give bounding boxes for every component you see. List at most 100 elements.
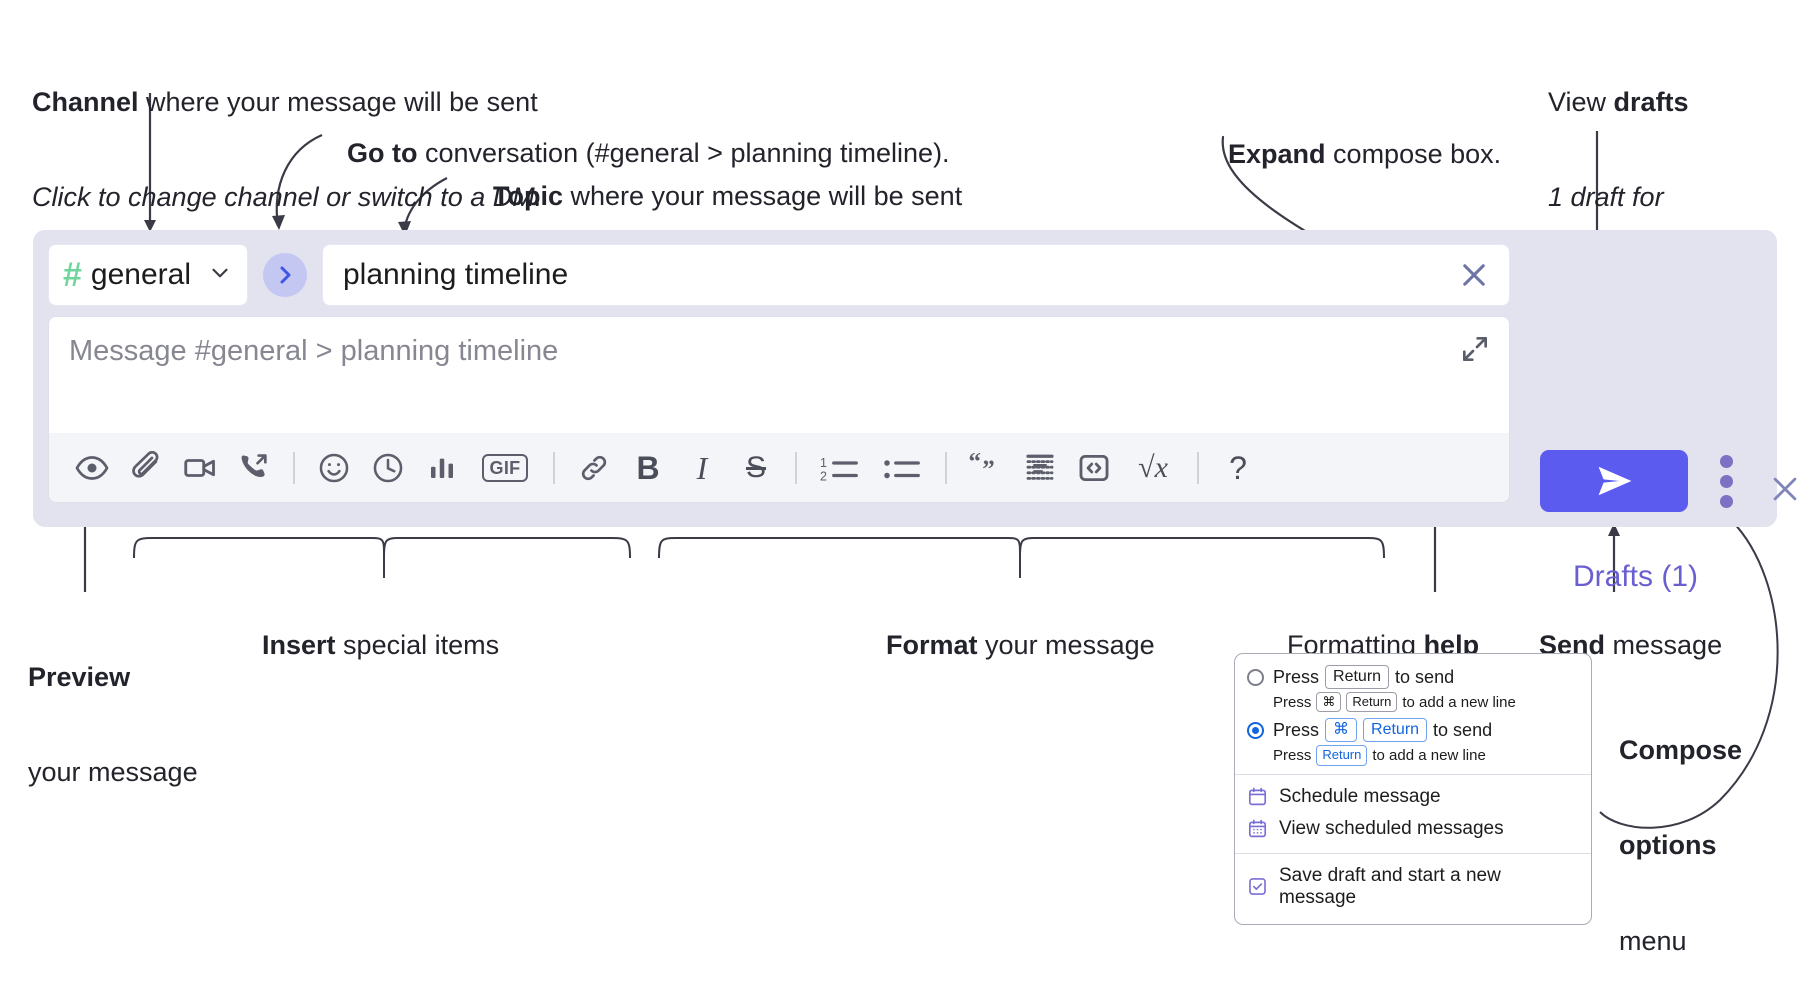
topic-field[interactable]: planning timeline [322, 244, 1510, 306]
ordered-list-icon: 1 2 [820, 455, 858, 483]
compose-options-button[interactable] [1709, 452, 1743, 510]
link-icon [581, 455, 607, 480]
compose-inner: # general planning timeline Message #gen… [48, 244, 1510, 514]
message-placeholder: Message #general > planning timeline [69, 335, 559, 367]
opt2-prefix: Press [1273, 719, 1320, 740]
compose-header-row: # general planning timeline [48, 244, 1510, 306]
annotation-goto-rest: conversation (#general > planning timeli… [417, 137, 950, 168]
annotation-format-bold: Format [886, 629, 978, 660]
attachment-button[interactable] [119, 441, 173, 495]
annotation-channel-sub: Click to change channel or switch to a D… [32, 182, 543, 213]
compose-options-menu: Press Return to send Press ⌘ Return to a… [1234, 653, 1592, 925]
menu-divider [1235, 852, 1591, 854]
math-icon: √x [1138, 450, 1168, 484]
blockquote-button[interactable]: “ ” [959, 441, 1013, 495]
send-option-cmd-return-sub: Press Return to add a new line [1235, 745, 1591, 766]
video-camera-icon [184, 458, 215, 477]
ordered-list-button[interactable]: 1 2 [809, 441, 871, 495]
opt2-key-return: Return [1363, 718, 1428, 743]
preview-icon [75, 455, 109, 480]
gif-button[interactable]: GIF [469, 441, 541, 495]
send-paper-plane-icon [1598, 466, 1632, 496]
reminder-button[interactable] [361, 441, 415, 495]
menu-item-label: Schedule message [1279, 785, 1441, 807]
radio-unselected-icon [1247, 668, 1264, 686]
opt1-key-return: Return [1325, 665, 1390, 689]
svg-text:“: “ [969, 453, 982, 475]
menu-item-save-draft[interactable]: Save draft and start a new message [1235, 860, 1591, 918]
more-vertical-icon-dot [1719, 474, 1733, 488]
poll-button[interactable] [415, 441, 469, 495]
bulleted-list-button[interactable] [871, 441, 933, 495]
phone-forward-icon [241, 453, 267, 477]
drafts-link[interactable]: Drafts (1) [1573, 560, 1699, 593]
italic-icon: I [696, 449, 708, 486]
panel-close-button[interactable] [1768, 472, 1802, 511]
annotation-goto-bold: Go to [347, 137, 418, 168]
annotation-drafts-sub1: 1 draft for [1548, 182, 1664, 213]
send-option-return[interactable]: Press Return to send [1235, 663, 1591, 689]
inline-code-button[interactable] [1067, 441, 1121, 495]
formatting-toolbar: GIF B I S 1 2 [48, 433, 1510, 503]
goto-conversation-button[interactable] [263, 253, 307, 297]
message-input[interactable]: Message #general > planning timeline [48, 316, 1510, 434]
toolbar-separator [945, 451, 947, 484]
annotation-copt-line1: Compose [1619, 734, 1743, 765]
annotation-compose-options: Compose options menu [1619, 671, 1742, 990]
annotation-expand: Expand compose box. [1213, 107, 1501, 171]
emoji-button[interactable] [307, 441, 361, 495]
annotation-preview-line2: your message [28, 757, 198, 788]
opt2-suffix: to send [1433, 719, 1493, 740]
code-block-button[interactable] [1013, 441, 1067, 495]
send-option-cmd-return[interactable]: Press ⌘ Return to send [1235, 716, 1591, 743]
toolbar-separator [1197, 451, 1199, 484]
gif-icon: GIF [481, 453, 529, 482]
svg-text:”: ” [982, 455, 995, 482]
emoji-icon [319, 453, 349, 482]
topic-clear-button[interactable] [1457, 258, 1491, 292]
math-button[interactable]: √x [1121, 441, 1185, 495]
video-clip-button[interactable] [173, 441, 227, 495]
annotation-goto: Go to conversation (#general > planning … [332, 106, 950, 170]
menu-item-view-scheduled[interactable]: View scheduled messages [1235, 813, 1591, 845]
send-button[interactable] [1540, 450, 1688, 512]
send-option-return-sub: Press ⌘ Return to add a new line [1235, 692, 1591, 713]
annotation-channel: Channel where your message will be sent … [32, 23, 542, 246]
annotation-insert-bold: Insert [262, 629, 336, 660]
opt2-sub-prefix: Press [1273, 746, 1312, 764]
annotation-channel-bold: Channel [32, 86, 139, 117]
preview-button[interactable] [65, 441, 119, 495]
link-button[interactable] [567, 441, 621, 495]
bulleted-list-icon [884, 459, 920, 478]
annotation-insert: Insert special items [247, 598, 499, 662]
opt2-sub-key-return: Return [1316, 745, 1368, 766]
annotation-preview: Preview your message [28, 598, 198, 821]
more-vertical-icon [1719, 454, 1733, 468]
bold-icon: B [636, 449, 660, 486]
radio-selected-icon [1247, 721, 1264, 739]
channel-selector[interactable]: # general [48, 244, 248, 306]
annotation-topic: Topic where your message will be sent [478, 149, 962, 213]
expand-diagonal-icon [1463, 337, 1487, 361]
annotation-drafts-prefix: View [1548, 86, 1614, 117]
opt1-sub-suffix: to add a new line [1402, 693, 1516, 711]
annotation-format-rest: your message [977, 629, 1155, 660]
svg-text:2: 2 [820, 469, 827, 483]
bar-chart-icon [431, 458, 453, 478]
annotation-topic-bold: Topic [493, 180, 564, 211]
strikethrough-button[interactable]: S [729, 441, 783, 495]
opt1-prefix: Press [1273, 666, 1320, 687]
audio-clip-button[interactable] [227, 441, 281, 495]
bold-button[interactable]: B [621, 441, 675, 495]
save-draft-icon [1247, 876, 1268, 897]
opt2-key-cmd: ⌘ [1325, 718, 1358, 743]
italic-button[interactable]: I [675, 441, 729, 495]
annotation-copt-line3: menu [1619, 925, 1687, 956]
formatting-help-button[interactable]: ? [1211, 441, 1265, 495]
calendar-grid-icon [1247, 818, 1268, 839]
expand-compose-button[interactable] [1459, 333, 1491, 370]
opt1-sub-prefix: Press [1273, 693, 1312, 711]
annotation-preview-bold: Preview [28, 661, 131, 692]
menu-item-schedule-message[interactable]: Schedule message [1235, 781, 1591, 813]
strikethrough-icon: S [745, 450, 766, 484]
